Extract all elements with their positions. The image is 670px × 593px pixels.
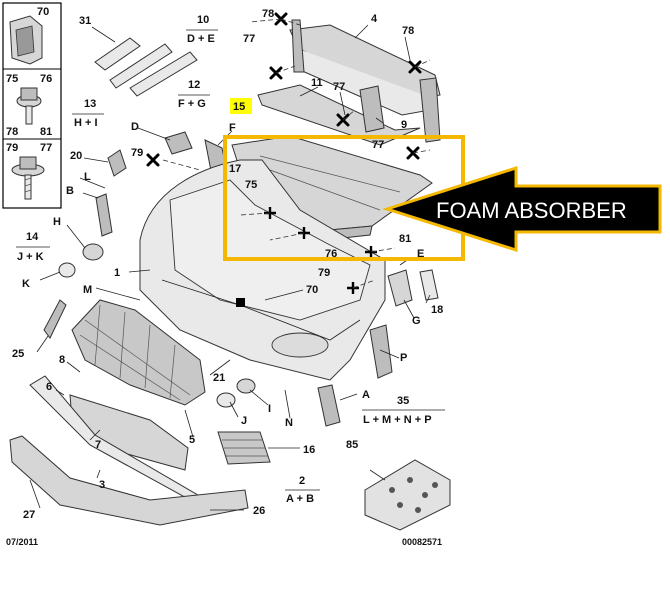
bracket-9	[359, 85, 385, 133]
assembly-lines	[162, 18, 431, 289]
fastener-box: 70 75 76 78 81 79 77	[2, 2, 62, 209]
label-79a: 79	[131, 147, 143, 159]
bracket-a	[317, 384, 341, 427]
label-12: 12	[188, 79, 200, 91]
grille-5	[71, 299, 206, 406]
label-20: 20	[70, 150, 82, 162]
fastener-label-81: 81	[40, 126, 52, 138]
label-e: E	[417, 248, 424, 260]
label-5: 5	[189, 434, 195, 446]
label-d: D	[131, 121, 139, 133]
screw-icon	[11, 156, 45, 200]
label-k: K	[22, 278, 30, 290]
label-77b: 77	[333, 81, 345, 93]
label-75: 75	[245, 179, 257, 191]
label-11: 11	[311, 77, 323, 89]
label-14: 14	[26, 231, 39, 243]
label-81: 81	[399, 233, 411, 245]
callout-arrow: FOAM ABSORBER	[382, 165, 662, 253]
bracket-g	[387, 269, 413, 307]
fastener-label-70: 70	[37, 6, 49, 18]
part-labels: 31 10 D + E 78 4 77 78 12 F + G 11 77 13…	[12, 8, 445, 521]
label-13: 13	[84, 98, 96, 110]
label-b: B	[66, 185, 74, 197]
label-j-k: J + K	[17, 251, 44, 263]
footer-ref: 00082571	[402, 537, 442, 547]
label-h-i: H + I	[74, 117, 98, 129]
lower-lip-27	[9, 435, 249, 526]
fastener-label-78: 78	[6, 126, 18, 138]
label-76: 76	[325, 248, 337, 260]
label-n: N	[285, 417, 293, 429]
side-trim-p	[369, 324, 393, 379]
label-3: 3	[99, 479, 105, 491]
label-78a: 78	[262, 8, 274, 20]
bumper-beam	[289, 19, 441, 143]
fastener-kit-85	[364, 459, 451, 531]
strip-25	[43, 299, 67, 339]
label-10: 10	[197, 14, 209, 26]
part-k	[58, 262, 76, 278]
label-h: H	[53, 216, 61, 228]
part-20	[107, 149, 127, 177]
deflector-31	[94, 37, 198, 97]
label-7: 7	[95, 439, 101, 451]
label-15: 15	[233, 101, 245, 113]
label-77a: 77	[243, 33, 255, 45]
fastener-label-79: 79	[6, 142, 18, 154]
label-4: 4	[371, 13, 378, 25]
label-2: 2	[299, 475, 305, 487]
label-27: 27	[23, 509, 35, 521]
label-d-e: D + E	[187, 33, 215, 45]
label-a: A	[362, 389, 370, 401]
label-79b: 79	[318, 267, 330, 279]
label-21: 21	[213, 372, 225, 384]
clip-icon	[9, 15, 43, 65]
part-h	[82, 243, 104, 261]
label-85: 85	[346, 439, 358, 451]
label-18: 18	[431, 304, 443, 316]
label-j: J	[241, 415, 247, 427]
label-8: 8	[59, 354, 65, 366]
footer-date: 07/2011	[6, 537, 38, 547]
label-l-m-n-p: L + M + N + P	[363, 414, 432, 426]
highlight-15	[230, 98, 252, 114]
label-35: 35	[397, 395, 409, 407]
fastener-label-76: 76	[40, 73, 52, 85]
label-1: 1	[114, 267, 120, 279]
label-9: 9	[401, 119, 407, 131]
label-77c: 77	[372, 139, 384, 151]
label-a-b: A + B	[286, 493, 314, 505]
label-m: M	[83, 284, 92, 296]
label-25: 25	[12, 348, 24, 360]
label-f: F	[229, 122, 236, 134]
label-78b: 78	[402, 25, 414, 37]
fastener-label-75: 75	[6, 73, 18, 85]
side-grille-16	[217, 431, 271, 465]
callout-text: FOAM ABSORBER	[436, 198, 627, 223]
label-i: I	[268, 403, 271, 415]
clip-18	[419, 269, 439, 301]
label-26: 26	[253, 505, 265, 517]
label-17: 17	[229, 163, 241, 175]
part-j	[216, 392, 236, 408]
part-i	[236, 378, 256, 394]
bumper-shell	[139, 159, 386, 381]
label-l: L	[84, 171, 91, 183]
part-b	[95, 193, 113, 237]
label-31: 31	[79, 15, 91, 27]
label-f-g: F + G	[178, 98, 206, 110]
bolt-icon	[16, 87, 42, 125]
label-g: G	[412, 315, 421, 327]
label-6: 6	[46, 381, 52, 393]
label-70: 70	[306, 284, 318, 296]
fastener-label-77: 77	[40, 142, 52, 154]
label-p: P	[400, 352, 407, 364]
label-16: 16	[303, 444, 315, 456]
